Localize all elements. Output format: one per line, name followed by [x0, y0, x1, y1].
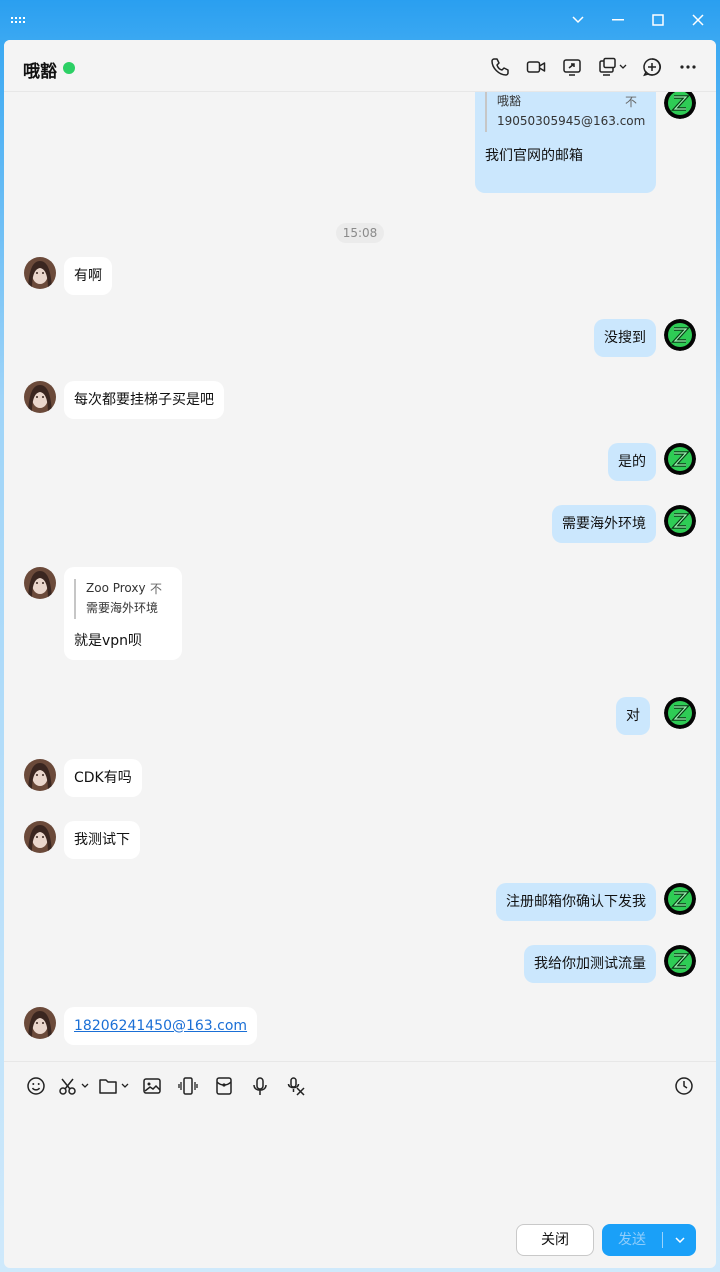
more-icon[interactable]: [677, 56, 699, 78]
message-text: 注册邮箱你确认下发我: [506, 894, 646, 910]
screenshot-icon[interactable]: [58, 1074, 90, 1098]
image-icon[interactable]: [142, 1074, 162, 1098]
email-link[interactable]: 18206241450@163.com: [74, 1018, 248, 1034]
remote-desktop-icon[interactable]: [598, 56, 628, 78]
phone-icon[interactable]: [489, 56, 511, 78]
quoted-message[interactable]: 哦豁 19050305945@163.com 不: [485, 92, 646, 132]
message-text: CDK有吗: [74, 770, 132, 786]
quote-sender: 哦豁: [497, 94, 522, 108]
send-button[interactable]: 发送: [602, 1224, 696, 1256]
contact-avatar[interactable]: [24, 567, 56, 599]
message-text: 是的: [618, 454, 646, 470]
quote-pin-glyph: 不: [625, 95, 638, 109]
close-button[interactable]: 关闭: [516, 1224, 594, 1256]
message-input[interactable]: [4, 1110, 716, 1220]
message-text: 对: [626, 708, 640, 724]
message-bubble[interactable]: 注册邮箱你确认下发我: [496, 883, 656, 921]
message-bubble[interactable]: 18206241450@163.com: [64, 1007, 258, 1045]
online-status-dot: [63, 62, 75, 74]
chevron-down-icon[interactable]: [668, 1224, 692, 1256]
message-bubble[interactable]: 我测试下: [64, 821, 140, 859]
contact-avatar[interactable]: [24, 257, 56, 289]
message-bubble[interactable]: CDK有吗: [64, 759, 142, 797]
self-avatar[interactable]: [664, 945, 696, 977]
folder-icon[interactable]: [98, 1074, 130, 1098]
message-text: 我给你加测试流量: [534, 956, 646, 972]
voice-icon[interactable]: [250, 1074, 270, 1098]
app-menu-icon[interactable]: [10, 13, 26, 27]
message-bubble[interactable]: 需要海外环境: [552, 505, 656, 543]
quoted-message[interactable]: Zoo Proxy 需要海外环境 不: [74, 579, 172, 619]
self-avatar[interactable]: [664, 443, 696, 475]
message-text: 每次都要挂梯子买是吧: [74, 392, 214, 408]
message-bubble[interactable]: 是的: [608, 443, 656, 481]
self-avatar[interactable]: [664, 697, 696, 729]
message-list[interactable]: 哦豁 19050305945@163.com 不 我们官网的邮箱 15:08 有…: [4, 92, 716, 1060]
screen-share-icon[interactable]: [561, 56, 583, 78]
history-icon[interactable]: [674, 1074, 694, 1098]
add-member-icon[interactable]: [641, 56, 663, 78]
quote-text: 19050305945@163.com: [497, 114, 646, 128]
vibrate-icon[interactable]: [178, 1074, 198, 1098]
self-avatar[interactable]: [664, 319, 696, 351]
message-timestamp: 15:08: [336, 223, 384, 243]
contact-avatar[interactable]: [24, 381, 56, 413]
composer-toolbar: [4, 1061, 716, 1109]
quote-pin-glyph: 不: [150, 582, 163, 596]
chat-window: 哦豁 哦豁 19050305945@163.com: [4, 40, 716, 1268]
message-text: 就是vpn呗: [74, 633, 143, 649]
contact-avatar[interactable]: [24, 821, 56, 853]
emoji-icon[interactable]: [26, 1074, 46, 1098]
quote-sender: Zoo Proxy: [86, 581, 146, 595]
contact-avatar[interactable]: [24, 1007, 56, 1039]
speech-to-text-icon[interactable]: [286, 1074, 306, 1098]
close-icon[interactable]: [688, 10, 708, 30]
message-bubble[interactable]: 每次都要挂梯子买是吧: [64, 381, 224, 419]
send-divider: [662, 1232, 663, 1248]
message-text: 没搜到: [604, 330, 646, 346]
message-text: 我测试下: [74, 832, 130, 848]
contact-avatar[interactable]: [24, 759, 56, 791]
message-text: 需要海外环境: [562, 516, 646, 532]
maximize-icon[interactable]: [648, 10, 668, 30]
minimize-icon[interactable]: [608, 10, 628, 30]
message-bubble[interactable]: 对: [616, 697, 650, 735]
message-text: 我们官网的邮箱: [485, 148, 583, 164]
message-text: 有啊: [74, 268, 102, 284]
message-bubble[interactable]: Zoo Proxy 需要海外环境 不 就是vpn呗: [64, 567, 182, 660]
message-bubble[interactable]: 哦豁 19050305945@163.com 不 我们官网的邮箱: [475, 92, 656, 193]
chevron-down-icon[interactable]: [568, 10, 588, 30]
chat-title: 哦豁: [23, 62, 57, 82]
self-avatar[interactable]: [664, 883, 696, 915]
quote-text: 需要海外环境: [86, 601, 159, 615]
message-bubble[interactable]: 没搜到: [594, 319, 656, 357]
message-bubble[interactable]: 我给你加测试流量: [524, 945, 656, 983]
self-avatar[interactable]: [664, 92, 696, 119]
message-bubble[interactable]: 有啊: [64, 257, 112, 295]
chat-header: 哦豁: [4, 40, 716, 92]
self-avatar[interactable]: [664, 505, 696, 537]
video-call-icon[interactable]: [525, 56, 547, 78]
red-packet-icon[interactable]: [214, 1074, 234, 1098]
window-titlebar: [0, 0, 720, 40]
send-button-label: 发送: [618, 1232, 646, 1248]
